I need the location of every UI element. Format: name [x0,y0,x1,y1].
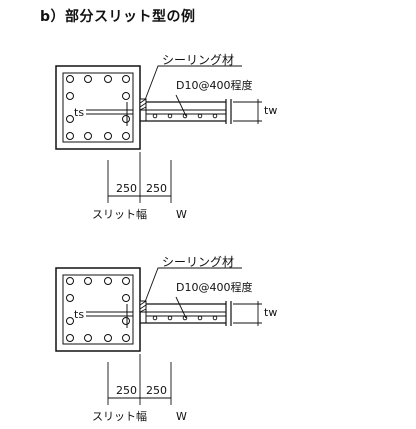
rebar-label: D10@400程度 [176,78,252,92]
dim-left: 250 [116,384,137,397]
ts-label: ts [74,106,84,119]
slit-width-label: スリット幅 [92,410,147,423]
dim-right: 250 [146,182,167,195]
w-label: W [176,410,187,423]
dim-right: 250 [146,384,167,397]
ts-label: ts [74,308,84,321]
dim-left: 250 [116,182,137,195]
rebar-label: D10@400程度 [176,280,252,294]
w-label: W [176,208,187,221]
slit-width-label: スリット幅 [92,208,147,221]
tw-label: tw [264,306,277,319]
section-title: b）部分スリット型の例 [40,9,196,25]
diagram-1: シーリング材 D10@400程度 ts tw 250 250 スリット幅 W [55,53,277,221]
tw-label: tw [264,104,277,117]
diagram-2: シーリング材 D10@400程度 ts tw 250 250 スリット幅 W [55,255,277,423]
sealing-label: シーリング材 [162,255,234,269]
sealing-label: シーリング材 [162,53,234,67]
